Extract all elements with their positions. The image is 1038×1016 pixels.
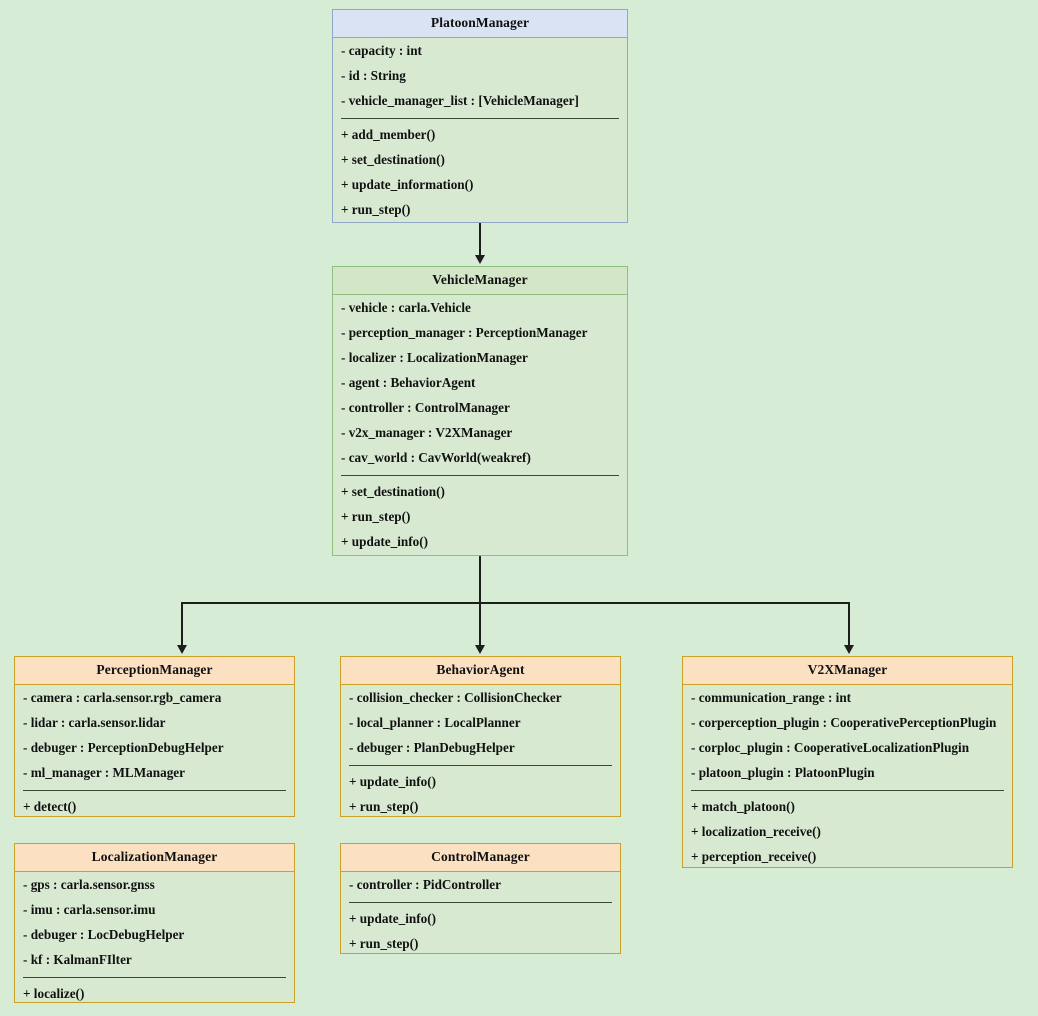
class-title-v2x-manager: V2XManager [683, 657, 1012, 685]
class-method: + update_info() [349, 911, 437, 926]
edge-platoon-to-vehicle [479, 223, 481, 257]
class-method: + localization_receive() [691, 824, 821, 839]
class-attribute: - id : String [341, 68, 406, 83]
edge-to-v2x-manager [848, 602, 850, 648]
class-method: + run_step() [341, 509, 411, 524]
class-attribute: - camera : carla.sensor.rgb_camera [23, 690, 222, 705]
class-methods-control-manager: + update_info() + run_step() [341, 906, 620, 956]
class-title-perception-manager: PerceptionManager [15, 657, 294, 685]
class-method: + update_info() [349, 774, 437, 789]
class-method: + set_destination() [341, 152, 445, 167]
arrowhead-to-perception-manager [177, 645, 187, 654]
class-title-control-manager: ControlManager [341, 844, 620, 872]
class-attributes-platoon-manager: - capacity : int - id : String - vehicle… [333, 38, 627, 113]
class-method: + run_step() [349, 936, 419, 951]
class-section-divider [341, 118, 619, 119]
class-attribute: - imu : carla.sensor.imu [23, 902, 156, 917]
class-method: + perception_receive() [691, 849, 817, 864]
class-box-v2x-manager[interactable]: V2XManager - communication_range : int -… [682, 656, 1013, 868]
edge-to-behavior-agent [479, 602, 481, 648]
class-attributes-perception-manager: - camera : carla.sensor.rgb_camera - lid… [15, 685, 294, 785]
class-attribute: - v2x_manager : V2XManager [341, 425, 513, 440]
class-attribute: - gps : carla.sensor.gnss [23, 877, 155, 892]
class-attribute: - controller : ControlManager [341, 400, 510, 415]
class-attribute: - debuger : PerceptionDebugHelper [23, 740, 224, 755]
class-attribute: - agent : BehaviorAgent [341, 375, 476, 390]
class-section-divider [349, 902, 612, 903]
class-attribute: - vehicle_manager_list : [VehicleManager… [341, 93, 579, 108]
class-method: + set_destination() [341, 484, 445, 499]
class-attributes-behavior-agent: - collision_checker : CollisionChecker -… [341, 685, 620, 760]
class-methods-perception-manager: + detect() [15, 794, 294, 819]
class-attribute: - cav_world : CavWorld(weakref) [341, 450, 531, 465]
class-attribute: - lidar : carla.sensor.lidar [23, 715, 166, 730]
class-attribute: - perception_manager : PerceptionManager [341, 325, 588, 340]
class-attribute: - debuger : LocDebugHelper [23, 927, 185, 942]
class-title-localization-manager: LocalizationManager [15, 844, 294, 872]
class-title-platoon-manager: PlatoonManager [333, 10, 627, 38]
class-attribute: - platoon_plugin : PlatoonPlugin [691, 765, 875, 780]
edge-vehicle-bus [181, 602, 850, 604]
class-section-divider [341, 475, 619, 476]
class-methods-vehicle-manager: + set_destination() + run_step() + updat… [333, 479, 627, 554]
class-method: + run_step() [349, 799, 419, 814]
class-attribute: - debuger : PlanDebugHelper [349, 740, 515, 755]
class-methods-v2x-manager: + match_platoon() + localization_receive… [683, 794, 1012, 869]
class-method: + update_information() [341, 177, 474, 192]
class-section-divider [691, 790, 1004, 791]
class-attribute: - corploc_plugin : CooperativeLocalizati… [691, 740, 970, 755]
arrowhead-to-v2x-manager [844, 645, 854, 654]
class-box-vehicle-manager[interactable]: VehicleManager - vehicle : carla.Vehicle… [332, 266, 628, 556]
class-attribute: - vehicle : carla.Vehicle [341, 300, 471, 315]
class-methods-localization-manager: + localize() [15, 981, 294, 1006]
arrowhead-platoon-to-vehicle [475, 255, 485, 264]
class-method: + update_info() [341, 534, 429, 549]
class-attribute: - controller : PidController [349, 877, 501, 892]
class-method: + detect() [23, 799, 77, 814]
edge-to-perception-manager [181, 602, 183, 648]
edge-vehicle-trunk [479, 556, 481, 604]
class-box-control-manager[interactable]: ControlManager - controller : PidControl… [340, 843, 621, 954]
class-attributes-control-manager: - controller : PidController [341, 872, 620, 897]
class-method: + run_step() [341, 202, 411, 217]
class-attribute: - localizer : LocalizationManager [341, 350, 528, 365]
class-box-behavior-agent[interactable]: BehaviorAgent - collision_checker : Coll… [340, 656, 621, 817]
class-attributes-v2x-manager: - communication_range : int - corpercept… [683, 685, 1012, 785]
class-section-divider [23, 790, 286, 791]
class-attributes-vehicle-manager: - vehicle : carla.Vehicle - perception_m… [333, 295, 627, 470]
class-attribute: - capacity : int [341, 43, 422, 58]
class-attribute: - communication_range : int [691, 690, 852, 705]
class-method: + add_member() [341, 127, 436, 142]
class-title-vehicle-manager: VehicleManager [333, 267, 627, 295]
class-methods-platoon-manager: + add_member() + set_destination() + upd… [333, 122, 627, 222]
class-section-divider [23, 977, 286, 978]
class-box-localization-manager[interactable]: LocalizationManager - gps : carla.sensor… [14, 843, 295, 1003]
class-methods-behavior-agent: + update_info() + run_step() [341, 769, 620, 819]
class-method: + match_platoon() [691, 799, 795, 814]
class-attribute: - local_planner : LocalPlanner [349, 715, 521, 730]
class-attribute: - ml_manager : MLManager [23, 765, 185, 780]
arrowhead-to-behavior-agent [475, 645, 485, 654]
class-attribute: - kf : KalmanFIlter [23, 952, 132, 967]
class-method: + localize() [23, 986, 85, 1001]
class-box-perception-manager[interactable]: PerceptionManager - camera : carla.senso… [14, 656, 295, 817]
class-title-behavior-agent: BehaviorAgent [341, 657, 620, 685]
class-attribute: - collision_checker : CollisionChecker [349, 690, 562, 705]
class-attributes-localization-manager: - gps : carla.sensor.gnss - imu : carla.… [15, 872, 294, 972]
class-attribute: - corperception_plugin : CooperativePerc… [691, 715, 997, 730]
class-box-platoon-manager[interactable]: PlatoonManager - capacity : int - id : S… [332, 9, 628, 223]
class-section-divider [349, 765, 612, 766]
